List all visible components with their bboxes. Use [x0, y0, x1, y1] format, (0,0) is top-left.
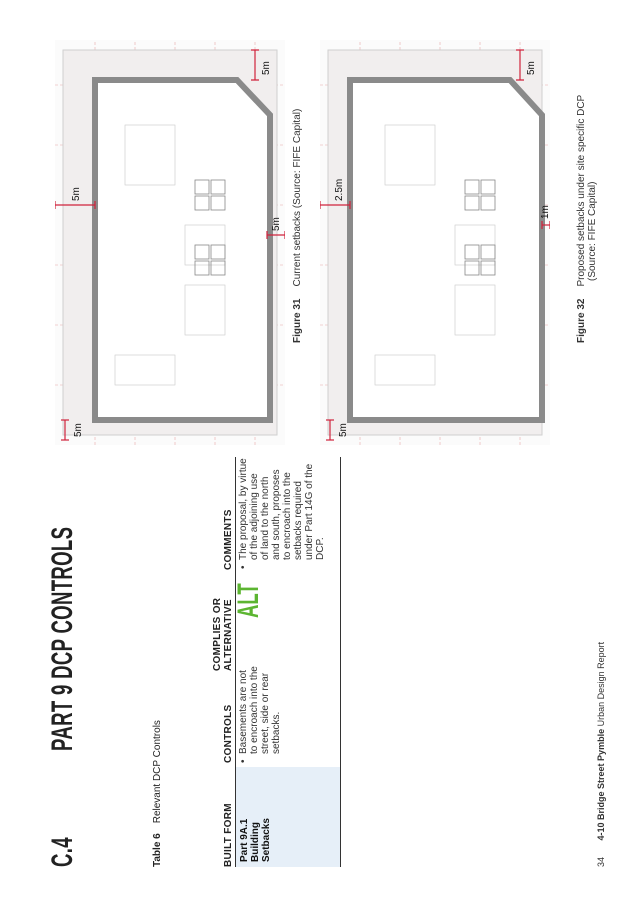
dim-right: 5m — [526, 61, 537, 75]
controls-cell: • Basements are not to encroach into the… — [238, 666, 282, 763]
table-label: Table 6 — [152, 833, 163, 867]
section-title: PART 9 DCP CONTROLS — [46, 526, 79, 751]
dim-bottom: 1m — [540, 205, 550, 219]
table-caption-text: Relevant DCP Controls — [152, 720, 163, 824]
dim-top: 2.5m — [334, 179, 345, 201]
figure-31-plan: 5m 5m 5m 5m — [54, 40, 286, 445]
figure-32-caption: Figure 32Proposed setbacks under site sp… — [576, 94, 598, 343]
floor-plan-drawing-proposed: 5m 1m 2.5m 5m — [319, 40, 551, 445]
dim-top: 5m — [71, 187, 82, 201]
figure-32-label: Figure 32 — [576, 298, 587, 343]
section-number: C.4 — [46, 837, 79, 867]
header-controls: CONTROLS — [223, 704, 234, 763]
footer-project: 4-10 Bridge Street Pymble — [596, 728, 606, 841]
figure-32-plan: 5m 1m 2.5m 5m — [319, 40, 551, 445]
floor-plan-drawing: 5m 5m 5m 5m — [54, 40, 286, 445]
table-caption: Table 6 Relevant DCP Controls — [152, 720, 163, 867]
dim-left: 5m — [73, 423, 84, 437]
page-number: 34 — [596, 856, 606, 867]
status-badge: ALT — [232, 583, 265, 618]
dim-bottom: 5m — [271, 217, 282, 231]
header-complies: COMPLIES OR — [212, 597, 223, 671]
footer-doc: Urban Design Report — [596, 641, 606, 727]
table-bottom-rule — [340, 457, 341, 867]
figure-31-caption: Figure 31Current setbacks (Source: FIFE … — [292, 108, 303, 343]
built-form-text: Part 9A.1 Building Setbacks — [239, 818, 272, 862]
dim-left: 5m — [338, 423, 349, 437]
header-comments: COMMENTS — [223, 509, 234, 570]
comments-cell: • The proposal, by virtue of the adjoini… — [238, 458, 326, 569]
dim-right: 5m — [261, 61, 272, 75]
header-built-form: BUILT FORM — [223, 803, 234, 867]
figure-31-label: Figure 31 — [292, 298, 303, 343]
page-footer: 34 4-10 Bridge Street Pymble Urban Desig… — [596, 642, 606, 867]
